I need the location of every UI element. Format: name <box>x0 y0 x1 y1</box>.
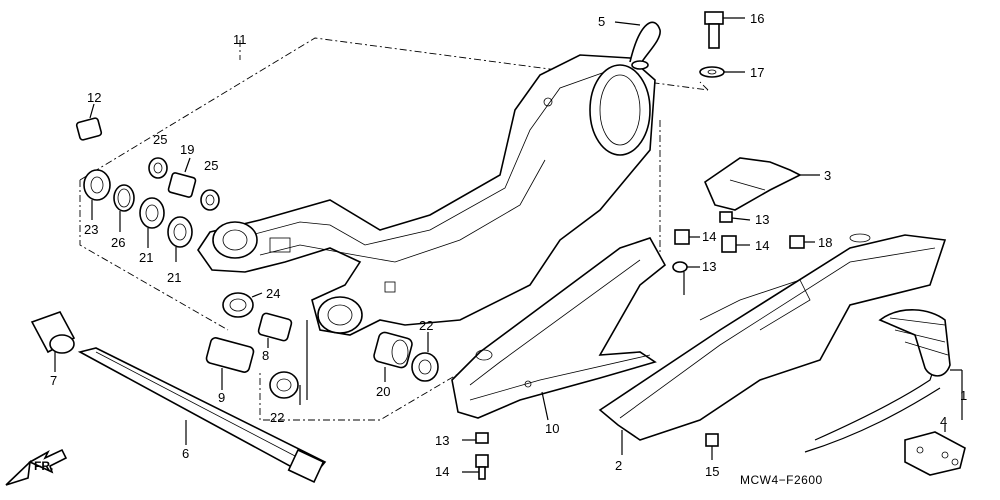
part-8-collar <box>257 312 293 348</box>
part-5-hose-clip <box>614 21 661 70</box>
callout-14-bottom: 14 <box>435 464 449 479</box>
part-26-snap-ring <box>113 184 135 232</box>
diagram-code: MCW4−F2600 <box>740 473 823 487</box>
part-7-collar <box>30 311 76 372</box>
part-13-nut-center-top <box>719 211 751 223</box>
part-3-bracket <box>704 157 820 211</box>
callout-12: 12 <box>87 90 101 105</box>
callout-23: 23 <box>84 222 98 237</box>
part-21-bearing-b <box>167 216 193 262</box>
part-10-chain-slider <box>451 237 667 421</box>
part-25-seal-b <box>200 189 220 211</box>
callout-21-b: 21 <box>167 270 181 285</box>
part-19-collar <box>167 157 197 198</box>
callout-10: 10 <box>545 421 559 436</box>
callout-18: 18 <box>818 235 832 250</box>
callout-5: 5 <box>598 14 605 29</box>
callout-20: 20 <box>376 384 390 399</box>
part-23-seal <box>83 169 111 220</box>
callout-25-b: 25 <box>204 158 218 173</box>
part-4-master-link <box>904 425 966 476</box>
callout-6: 6 <box>182 446 189 461</box>
callout-9: 9 <box>218 390 225 405</box>
part-16-bolt <box>704 11 745 49</box>
front-direction-arrow: FR. <box>5 448 68 486</box>
callout-13-center-top: 13 <box>755 212 769 227</box>
part-13-nut-bottom <box>462 432 489 444</box>
callout-16: 16 <box>750 11 764 26</box>
callout-19: 19 <box>180 142 194 157</box>
part-6-pivot-shaft <box>77 347 327 483</box>
callout-24: 24 <box>266 286 280 301</box>
callout-14-center-a: 14 <box>702 229 716 244</box>
callout-15: 15 <box>705 464 719 479</box>
part-1-drive-chain <box>804 309 963 453</box>
part-17-washer <box>699 66 745 78</box>
part-20-bearing <box>373 331 413 382</box>
part-22-seal-b <box>411 332 439 382</box>
callout-4: 4 <box>940 414 947 429</box>
callout-26: 26 <box>111 235 125 250</box>
callout-21-a: 21 <box>139 250 153 265</box>
swingarm-assembly-boundary <box>79 37 709 421</box>
callout-22-a: 22 <box>270 410 284 425</box>
part-14-bolt-bottom <box>462 454 489 480</box>
part-13-nut-center <box>672 261 700 295</box>
part-12-collar <box>75 103 103 141</box>
callout-22-b: 22 <box>419 318 433 333</box>
callout-3: 3 <box>824 168 831 183</box>
part-18-bolt <box>789 235 815 249</box>
part-24-seal <box>222 292 263 318</box>
callout-25-a: 25 <box>153 132 167 147</box>
front-direction-label: FR. <box>34 459 53 473</box>
callout-8: 8 <box>262 348 269 363</box>
part-2-chain-case <box>598 233 947 455</box>
part-25-seal-a <box>148 157 168 179</box>
part-15-screw <box>705 433 719 460</box>
callout-7: 7 <box>50 373 57 388</box>
callout-2: 2 <box>615 458 622 473</box>
part-9-collar <box>205 337 255 390</box>
swingarm <box>197 54 656 336</box>
callout-11: 11 <box>233 32 247 47</box>
callout-14-center-b: 14 <box>755 238 769 253</box>
callout-1: 1 <box>960 388 967 403</box>
callout-13-bottom: 13 <box>435 433 449 448</box>
callout-13-center: 13 <box>702 259 716 274</box>
part-14-bolt-center-b <box>721 235 750 253</box>
part-14-bolt-center-a <box>674 229 700 245</box>
part-21-bearing-a <box>139 197 165 248</box>
callout-17: 17 <box>750 65 764 80</box>
part-22-seal-a <box>269 320 308 405</box>
